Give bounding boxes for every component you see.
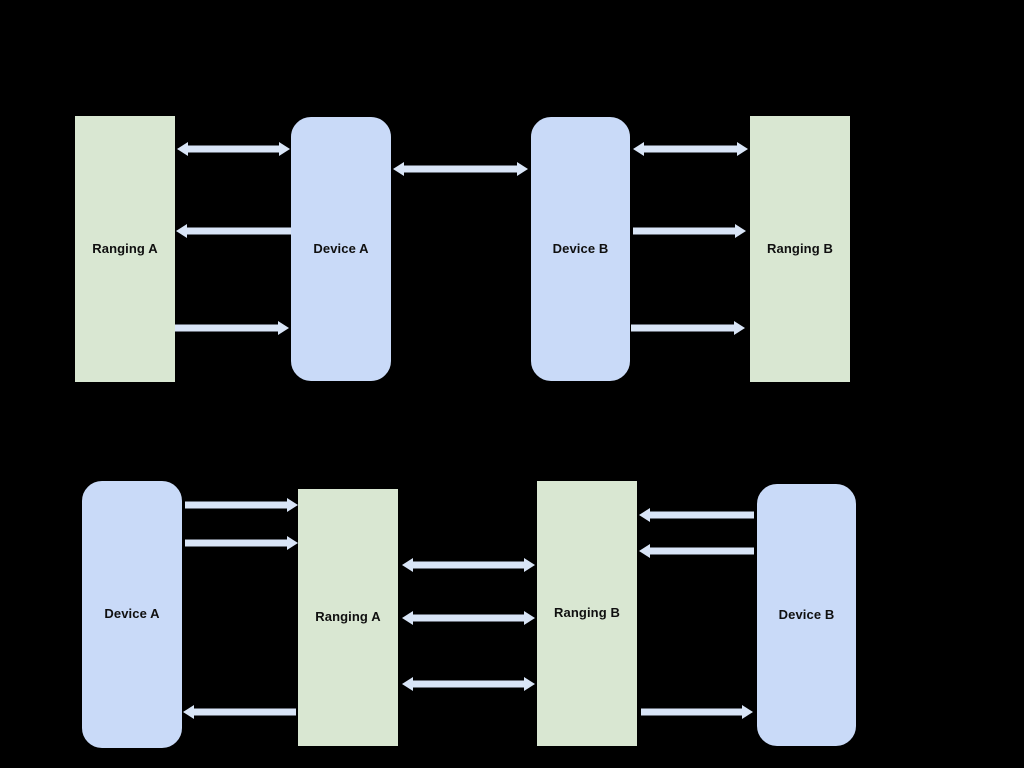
arrowhead-right-icon — [524, 558, 535, 572]
edge-right[interactable] — [172, 321, 289, 335]
arrowhead-right-icon — [279, 142, 290, 156]
node-label: Ranging B — [554, 605, 620, 621]
arrowhead-right-icon — [742, 705, 753, 719]
node-label: Device A — [313, 240, 369, 256]
arrowhead-left-icon — [639, 508, 650, 522]
arrowhead-left-icon — [633, 142, 644, 156]
arrowhead-right-icon — [278, 321, 289, 335]
edge-both[interactable] — [633, 142, 748, 156]
node-top-device-a[interactable]: Device A — [291, 117, 391, 381]
node-label: Device B — [552, 240, 609, 256]
node-bot-ranging-b[interactable]: Ranging B — [537, 481, 637, 746]
arrowhead-right-icon — [524, 611, 535, 625]
arrowhead-right-icon — [737, 142, 748, 156]
edge-left[interactable] — [639, 544, 754, 558]
edge-left[interactable] — [183, 705, 296, 719]
arrowhead-left-icon — [402, 558, 413, 572]
edge-both[interactable] — [393, 162, 528, 176]
node-top-device-b[interactable]: Device B — [531, 117, 630, 381]
arrowhead-left-icon — [183, 705, 194, 719]
edge-left[interactable] — [639, 508, 754, 522]
node-label: Ranging A — [315, 609, 381, 625]
edge-left[interactable] — [176, 224, 291, 238]
edge-right[interactable] — [185, 536, 298, 550]
arrowhead-left-icon — [177, 142, 188, 156]
node-bot-ranging-a[interactable]: Ranging A — [298, 489, 398, 746]
edge-both[interactable] — [402, 611, 535, 625]
edge-both[interactable] — [402, 558, 535, 572]
arrowhead-left-icon — [402, 611, 413, 625]
node-top-ranging-b[interactable]: Ranging B — [750, 116, 850, 382]
arrowhead-right-icon — [734, 321, 745, 335]
arrowhead-right-icon — [287, 536, 298, 550]
edge-right[interactable] — [631, 321, 745, 335]
arrowhead-left-icon — [402, 677, 413, 691]
edge-right[interactable] — [185, 498, 298, 512]
node-label: Device B — [778, 606, 835, 622]
arrowhead-right-icon — [735, 224, 746, 238]
node-label: Ranging B — [767, 240, 833, 256]
edge-both[interactable] — [177, 142, 290, 156]
node-bot-device-b[interactable]: Device B — [757, 484, 856, 746]
arrowhead-left-icon — [176, 224, 187, 238]
arrowhead-right-icon — [524, 677, 535, 691]
edge-both[interactable] — [402, 677, 535, 691]
node-label: Ranging A — [92, 240, 158, 256]
arrowhead-left-icon — [639, 544, 650, 558]
arrowhead-right-icon — [517, 162, 528, 176]
node-label: Device A — [104, 606, 160, 622]
node-bot-device-a[interactable]: Device A — [82, 481, 182, 748]
node-top-ranging-a[interactable]: Ranging A — [75, 116, 175, 382]
edge-right[interactable] — [641, 705, 753, 719]
arrowhead-left-icon — [393, 162, 404, 176]
edge-right[interactable] — [633, 224, 746, 238]
arrowhead-right-icon — [287, 498, 298, 512]
